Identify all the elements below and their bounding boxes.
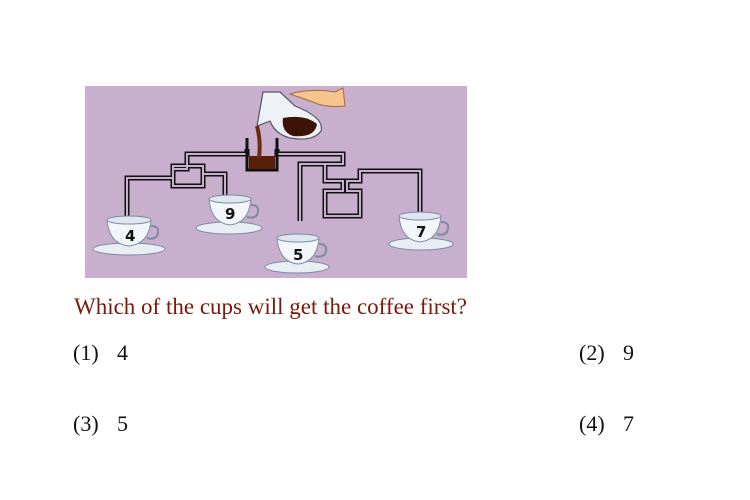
option-2[interactable]: (2) 9 <box>579 340 634 366</box>
cup-7: 7 <box>388 211 454 251</box>
cup-5: 5 <box>264 233 330 274</box>
option-4[interactable]: (4) 7 <box>579 411 634 437</box>
cup-label-7: 7 <box>416 223 426 241</box>
option-4-answer: 7 <box>623 411 634 436</box>
cup-label-5: 5 <box>293 246 303 264</box>
option-3-answer: 5 <box>117 411 128 436</box>
option-4-number: (4) <box>579 411 605 436</box>
coffee-pot-hand <box>256 87 346 140</box>
coffee-funnel <box>245 125 279 172</box>
cup-label-4: 4 <box>125 227 135 245</box>
cup-label-9: 9 <box>225 205 235 223</box>
option-1-answer: 4 <box>117 340 128 365</box>
option-2-answer: 9 <box>623 340 634 365</box>
option-3-number: (3) <box>73 411 99 436</box>
option-3[interactable]: (3) 5 <box>73 411 128 437</box>
cup-4: 4 <box>92 215 166 256</box>
option-1-number: (1) <box>73 340 99 365</box>
cup-9: 9 <box>195 194 263 235</box>
option-1[interactable]: (1) 4 <box>73 340 128 366</box>
question-text: Which of the cups will get the coffee fi… <box>74 294 467 319</box>
coffee-puzzle-figure: 4 9 5 7 <box>85 86 467 278</box>
option-2-number: (2) <box>579 340 605 365</box>
